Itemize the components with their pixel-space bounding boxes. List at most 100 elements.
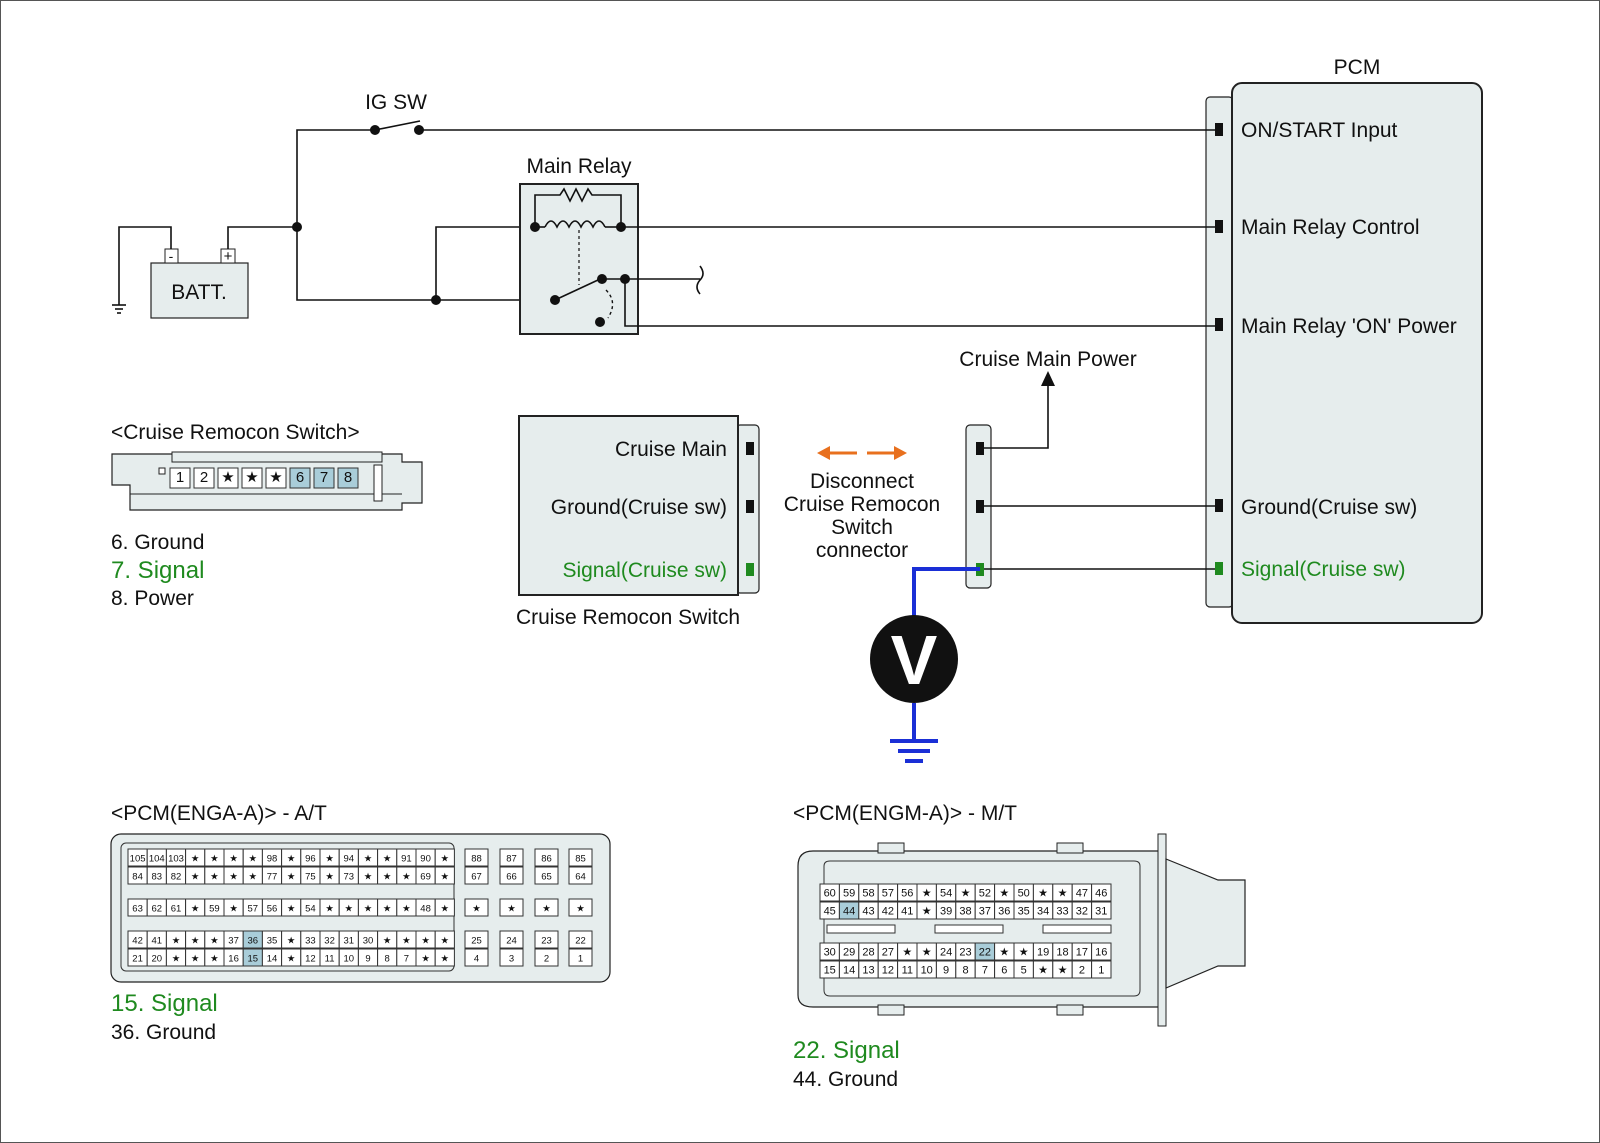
pcm-a-pin-cell xyxy=(434,930,455,949)
pcm-a-side-pin-label: ★ xyxy=(472,904,481,915)
pcm-label-signal: Signal(Cruise sw) xyxy=(1241,558,1406,581)
pcm-m-pin-label: 13 xyxy=(862,965,874,977)
pcm-a-pin-label: ★ xyxy=(383,872,392,883)
pcm-title: PCM xyxy=(1334,56,1381,79)
cruise-main-power-arrow xyxy=(1041,371,1055,386)
pcm-m-title: <PCM(ENGM-A)> - M/T xyxy=(793,802,1017,825)
pcm-a-pin-label: ★ xyxy=(191,954,200,965)
pcm-a-pin-label: 8 xyxy=(385,954,390,965)
pcm-m-pin-label: 18 xyxy=(1056,947,1068,959)
pcm-a-side-pin-label: 66 xyxy=(506,872,517,883)
pcm-m-rib-1 xyxy=(826,924,896,934)
cruise-pin-label: 6 xyxy=(296,469,304,486)
pcm-m-pin-label: 12 xyxy=(882,965,894,977)
pcm-a-pin-label: 91 xyxy=(401,854,412,865)
pcm-unit: PCM ON/START Input Main Relay Control Ma… xyxy=(1205,56,1483,624)
pcm-a-pin-label: ★ xyxy=(402,904,411,915)
wire-batt-to-relay-switch xyxy=(296,227,555,301)
wire-relay-coil-feed xyxy=(435,226,535,300)
pcm-a-pin-cell xyxy=(434,848,455,867)
cruise-remocon-switch-unit: Cruise Main Ground(Cruise sw) Signal(Cru… xyxy=(516,415,760,629)
pcm-m-pin-label: 23 xyxy=(959,947,971,959)
pcm-a-pin-label: ★ xyxy=(249,872,258,883)
cruise-pin-label: 1 xyxy=(176,469,184,486)
pcm-a-pin-label: 31 xyxy=(344,936,355,947)
pcm-a-pin-label: 84 xyxy=(132,872,143,883)
cruise-pin-label: ★ xyxy=(221,469,234,486)
pcm-m-pin-label: 39 xyxy=(940,906,952,918)
pcm-a-side-pin-cell xyxy=(464,866,489,885)
pcm-a-pin-label: 54 xyxy=(305,904,316,915)
pcm-a-pin-label: 56 xyxy=(267,904,278,915)
pcm-a-pin-label: 63 xyxy=(132,904,143,915)
voltmeter-body xyxy=(870,615,958,703)
crs-label-signal: Signal(Cruise sw) xyxy=(562,559,727,582)
pcm-a-pin-label: ★ xyxy=(191,854,200,865)
pcm-m-shroud xyxy=(1165,858,1246,989)
pcm-a-pin-label: 77 xyxy=(267,872,278,883)
pcm-a-pin-label: ★ xyxy=(191,936,200,947)
pcm-m-pin-label: 38 xyxy=(959,906,971,918)
pcm-a-side-pin-label: ★ xyxy=(542,904,551,915)
crs-pin-ground xyxy=(746,500,754,513)
pcm-a-pin-label: ★ xyxy=(421,936,430,947)
pcm-box xyxy=(1231,82,1483,624)
pcm-a-pin-label: ★ xyxy=(229,872,238,883)
pcm-a-pin-cell xyxy=(434,866,455,885)
pcm-a-pin-label: ★ xyxy=(383,854,392,865)
pcm-a-pin-label: ★ xyxy=(172,936,181,947)
cruise-pin-label: 7 xyxy=(320,469,328,486)
pcm-label-main-relay-on-power: Main Relay 'ON' Power xyxy=(1241,315,1457,338)
pcm-a-pin-label: ★ xyxy=(441,954,450,965)
pcm-a-pin-label: ★ xyxy=(229,854,238,865)
pcm-m-pin-label: ★ xyxy=(999,947,1009,959)
pcm-m-pin-label: 1 xyxy=(1098,965,1104,977)
pcm-a-pin-label: 48 xyxy=(420,904,431,915)
pcm-a-pin-label: 32 xyxy=(324,936,335,947)
pcm-a-pin-label: ★ xyxy=(402,872,411,883)
cruise-pin-label: 8 xyxy=(344,469,352,486)
pcm-a-pin-label: 73 xyxy=(344,872,355,883)
pcm-a-pin-label: 9 xyxy=(365,954,370,965)
pcm-m-pin-label: 31 xyxy=(1095,906,1107,918)
pcm-m-latch-4 xyxy=(1056,1004,1084,1016)
pcm-a-pin-label: ★ xyxy=(383,904,392,915)
power-wiring: IG SW BATT. - + Main Relay xyxy=(112,91,1215,335)
pcm-a-side-pin-label: 88 xyxy=(471,854,482,865)
pcm-m-pin-label: 9 xyxy=(943,965,949,977)
pcm-a-side-pin-cell xyxy=(499,930,524,949)
cruise-connector-key xyxy=(158,467,166,475)
pcm-a-side-pin-cell xyxy=(568,848,593,867)
pcm-a-pin-label: 75 xyxy=(305,872,316,883)
pcm-m-flange xyxy=(1157,833,1167,1027)
ig-sw-label: IG SW xyxy=(365,91,427,114)
battery-ground-icon xyxy=(112,304,126,314)
pcm-m-pin-label: 30 xyxy=(824,947,836,959)
pcm-m-pin-label: 15 xyxy=(824,965,836,977)
battery-minus-label: - xyxy=(169,248,174,264)
ig-sw-terminal-left xyxy=(370,125,380,135)
pcm-m-pin-label: 42 xyxy=(882,906,894,918)
cruise-legend-1: 6. Ground xyxy=(111,531,204,554)
pcm-a-pin-label: ★ xyxy=(325,904,334,915)
disconnect-line-4: connector xyxy=(816,539,908,562)
main-relay-label: Main Relay xyxy=(526,155,632,178)
pcm-a-side-pin-cell xyxy=(534,848,559,867)
pcm-a-side-pin-cell xyxy=(568,948,593,967)
pcm-a-side-pin-label: 3 xyxy=(509,954,514,965)
pcm-m-pin-label: 14 xyxy=(843,965,855,977)
pcm-a-pin-label: 35 xyxy=(267,936,278,947)
pcm-a-pin-label: ★ xyxy=(287,904,296,915)
pcm-m-pin-label: ★ xyxy=(1038,965,1048,977)
pcm-a-side-pin-label: 87 xyxy=(506,854,517,865)
pcm-a-side-pin-cell xyxy=(534,930,559,949)
pcm-a-pin-label: ★ xyxy=(441,936,450,947)
pcm-a-pin-label: ★ xyxy=(210,954,219,965)
cruise-pin-cell xyxy=(169,467,191,489)
battery-plus-label: + xyxy=(224,248,233,265)
pcm-a-pin-label: ★ xyxy=(191,872,200,883)
pcm-m-pin-label: ★ xyxy=(922,888,932,900)
pcm-label-on-start: ON/START Input xyxy=(1241,119,1398,142)
cruise-pin-cell xyxy=(337,467,359,489)
